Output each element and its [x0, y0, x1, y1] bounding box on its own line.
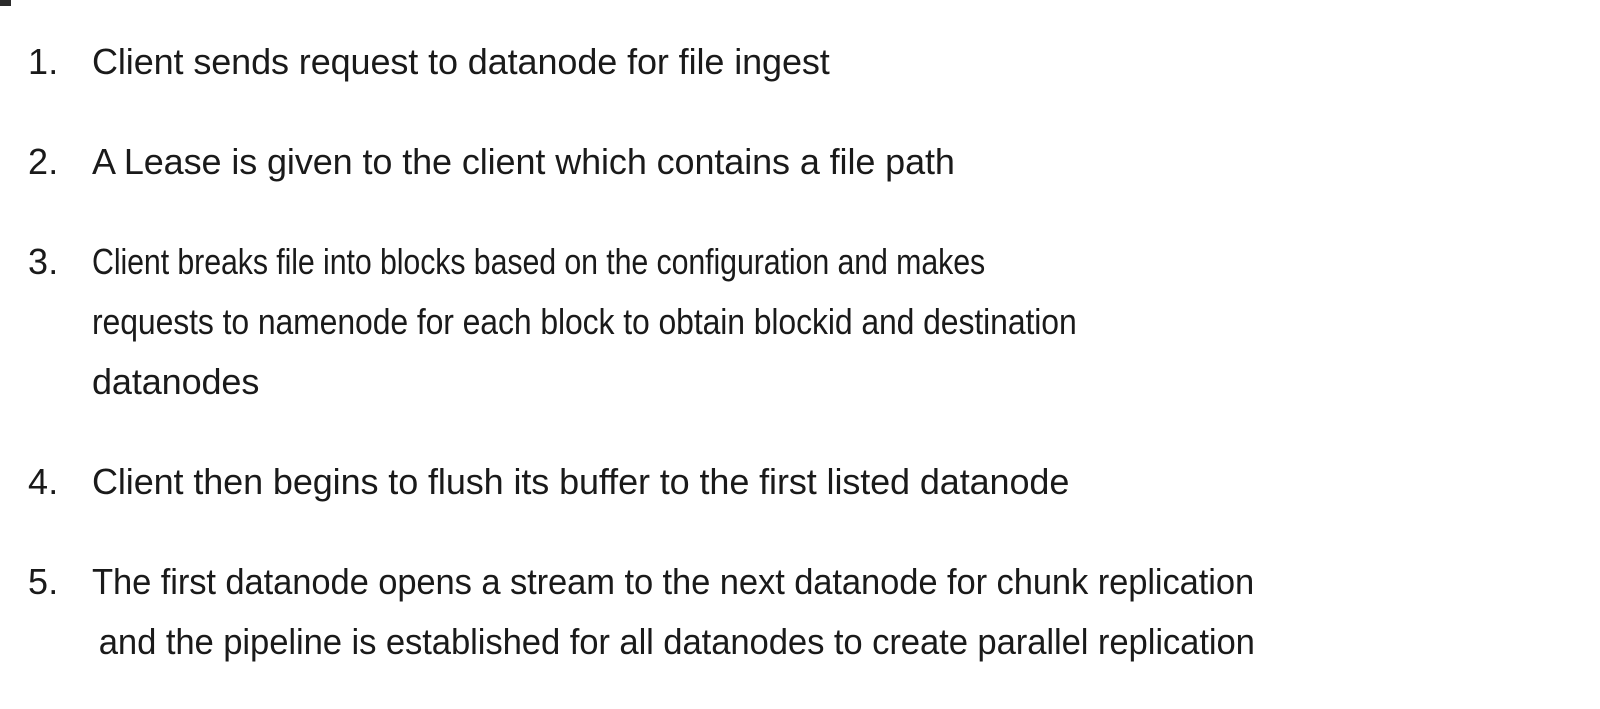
list-item-body: A Lease is given to the client which con… — [92, 132, 1572, 192]
list-item-line: Client breaks file into blocks based on … — [92, 241, 986, 282]
list-item-body: Client then begins to flush its buffer t… — [92, 452, 1572, 512]
list-item-line: requests to namenode for each block to o… — [92, 301, 1077, 342]
list-item-number: 2. — [28, 141, 59, 182]
list-item-body: Client breaks file into blocks based on … — [92, 232, 1572, 412]
list-item-line: datanodes — [92, 361, 260, 402]
list-item-line: Client then begins to flush its buffer t… — [92, 461, 1070, 502]
list-item-body: The first datanode opens a stream to the… — [92, 552, 1572, 672]
list-item-number: 4. — [28, 461, 59, 502]
list-item-line: A Lease is given to the client which con… — [92, 141, 955, 182]
list-item-number: 5. — [28, 561, 59, 602]
list-item-body: Client sends request to datanode for fil… — [92, 32, 1572, 92]
list-item-number: 3. — [28, 241, 59, 282]
list-item-line: The first datanode opens a stream to the… — [92, 561, 1255, 602]
corner-artifact-mark — [0, 0, 11, 6]
list-item-line: and the pipeline is established for all … — [98, 621, 1255, 662]
list-item-number: 1. — [28, 41, 59, 82]
list-item-line: Client sends request to datanode for fil… — [92, 41, 830, 82]
